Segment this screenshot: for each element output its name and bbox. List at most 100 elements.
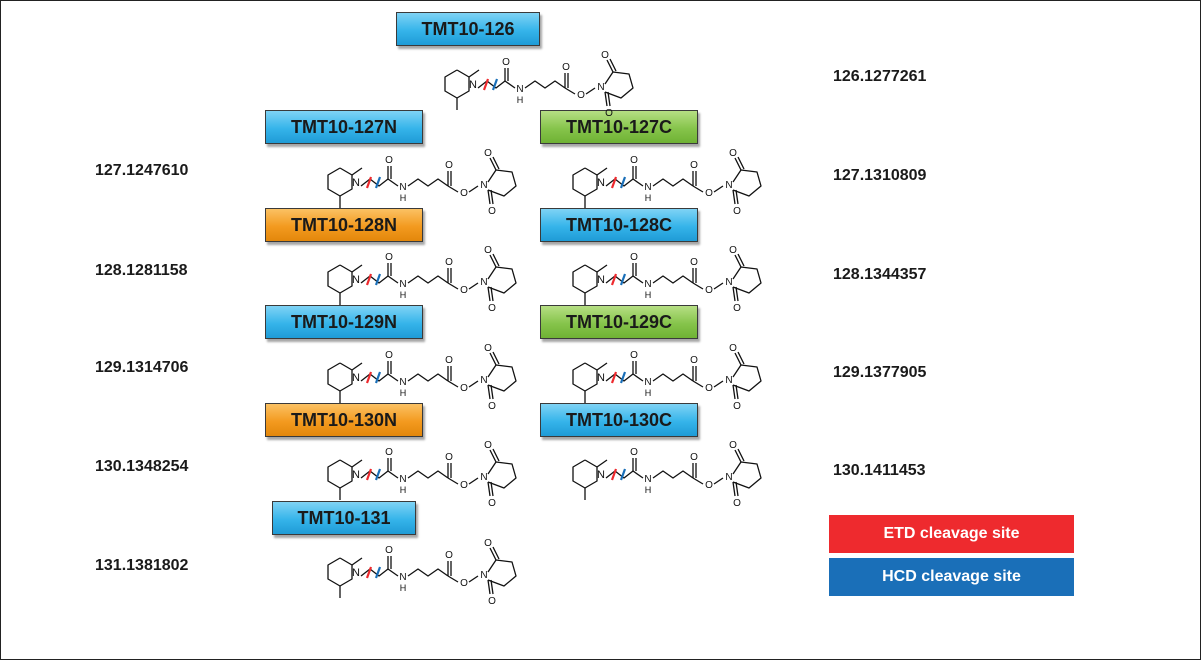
imide-carbonyl-top-b	[609, 58, 617, 72]
amide-bond	[387, 568, 399, 577]
imide-carbonyl-bottom	[487, 579, 491, 595]
imide-carbonyl-bottom	[732, 286, 736, 302]
tag-label-129n: TMT10-129N	[265, 305, 423, 339]
ring-nitrogen-atom: N	[352, 469, 360, 481]
carbonyl-oxygen-2: O	[690, 452, 698, 463]
imide-carbonyl-top	[734, 254, 742, 268]
amide-nitrogen-atom: N	[516, 84, 523, 95]
tag-mass-130n: 130.1348254	[95, 458, 189, 475]
linker-chain	[477, 80, 506, 89]
imide-carbonyl-top-b	[492, 448, 500, 462]
ester-o-n-bond	[468, 477, 479, 485]
piperidine-ring	[444, 69, 470, 99]
imide-carbonyl-bottom-b	[735, 481, 739, 497]
imide-carbonyl-bottom-b	[735, 384, 739, 400]
piperidine-ring	[327, 362, 353, 392]
etd-cleavage-mark	[482, 78, 490, 91]
alkyl-chain	[407, 275, 449, 284]
ring-nitrogen-atom: N	[597, 177, 605, 189]
etd-cleavage-mark	[365, 176, 373, 189]
amide-hydrogen-atom: H	[400, 193, 407, 203]
succinimide-nitrogen-atom: N	[480, 375, 487, 386]
etd-legend: ETD cleavage site	[829, 515, 1074, 553]
imide-carbonyl-top	[734, 449, 742, 463]
ester-bond	[692, 282, 704, 290]
carbonyl-oxygen-1: O	[630, 155, 638, 166]
imide-oxygen-bottom: O	[733, 206, 741, 216]
ester-o-n-bond	[468, 185, 479, 193]
imide-oxygen-bottom: O	[488, 303, 496, 313]
hcd-cleavage-mark	[619, 371, 627, 384]
tag-mass-128n: 128.1281158	[95, 262, 188, 279]
amide-nitrogen-atom: N	[399, 377, 406, 388]
carbonyl-oxygen-1: O	[385, 350, 393, 361]
ester-oxygen-atom: O	[460, 578, 468, 589]
imide-carbonyl-bottom-b	[490, 286, 494, 302]
ester-o-n-bond	[713, 380, 724, 388]
piperidine-ring	[572, 459, 598, 489]
ring-nitrogen-atom: N	[352, 177, 360, 189]
imide-carbonyl-top-b	[492, 546, 500, 560]
tag-label-128c: TMT10-128C	[540, 208, 698, 242]
ester-bond	[692, 185, 704, 193]
ester-o-n-bond	[713, 477, 724, 485]
imide-oxygen-bottom: O	[488, 596, 496, 606]
tag-label-129c: TMT10-129C	[540, 305, 698, 339]
methyl-bond-top	[596, 459, 608, 468]
etd-cleavage-mark	[610, 371, 618, 384]
succinimide-nitrogen-atom: N	[597, 82, 604, 93]
amide-bond	[387, 178, 399, 187]
ester-oxygen-atom: O	[705, 480, 713, 491]
ring-nitrogen-atom: N	[469, 79, 477, 91]
ester-o-n-bond	[468, 575, 479, 583]
carbonyl-oxygen-2: O	[690, 355, 698, 366]
amide-bond	[632, 275, 644, 284]
hcd-cleavage-mark	[619, 273, 627, 286]
imide-carbonyl-top	[734, 157, 742, 171]
linker-chain	[360, 373, 389, 382]
hcd-cleavage-mark	[374, 468, 382, 481]
imide-oxygen-top: O	[484, 343, 492, 354]
imide-carbonyl-bottom-b	[735, 286, 739, 302]
imide-oxygen-top: O	[729, 148, 737, 159]
linker-chain	[360, 568, 389, 577]
carbonyl-oxygen-1: O	[385, 545, 393, 556]
imide-carbonyl-top-b	[737, 156, 745, 170]
imide-oxygen-top: O	[601, 50, 609, 61]
imide-carbonyl-top	[489, 449, 497, 463]
ester-bond	[447, 185, 459, 193]
alkyl-chain	[407, 373, 449, 382]
hcd-cleavage-mark	[374, 371, 382, 384]
imide-carbonyl-bottom-b	[490, 384, 494, 400]
tag-label-128n: TMT10-128N	[265, 208, 423, 242]
etd-cleavage-mark	[365, 371, 373, 384]
linker-chain	[605, 470, 634, 479]
carbonyl-oxygen-1: O	[630, 350, 638, 361]
succinimide-ring	[732, 169, 762, 197]
etd-cleavage-mark	[610, 273, 618, 286]
tag-mass-127n: 127.1247610	[95, 162, 189, 179]
succinimide-nitrogen-atom: N	[725, 375, 732, 386]
hcd-legend-label: HCD cleavage site	[882, 568, 1021, 585]
methyl-bond-top	[596, 264, 608, 273]
amide-bond	[387, 470, 399, 479]
imide-oxygen-bottom: O	[605, 108, 613, 118]
imide-oxygen-top: O	[484, 245, 492, 256]
imide-oxygen-bottom: O	[733, 498, 741, 508]
methyl-bond-top	[351, 459, 363, 468]
etd-cleavage-mark	[610, 176, 618, 189]
tag-mass-126: 126.1277261	[833, 68, 927, 85]
carbonyl-oxygen-1: O	[630, 447, 638, 458]
carbonyl-oxygen-1: O	[385, 155, 393, 166]
tag-label-126: TMT10-126	[396, 12, 540, 46]
imide-carbonyl-bottom	[487, 384, 491, 400]
succinimide-ring	[487, 461, 517, 489]
imide-carbonyl-bottom	[487, 286, 491, 302]
succinimide-ring	[732, 364, 762, 392]
succinimide-nitrogen-atom: N	[725, 472, 732, 483]
